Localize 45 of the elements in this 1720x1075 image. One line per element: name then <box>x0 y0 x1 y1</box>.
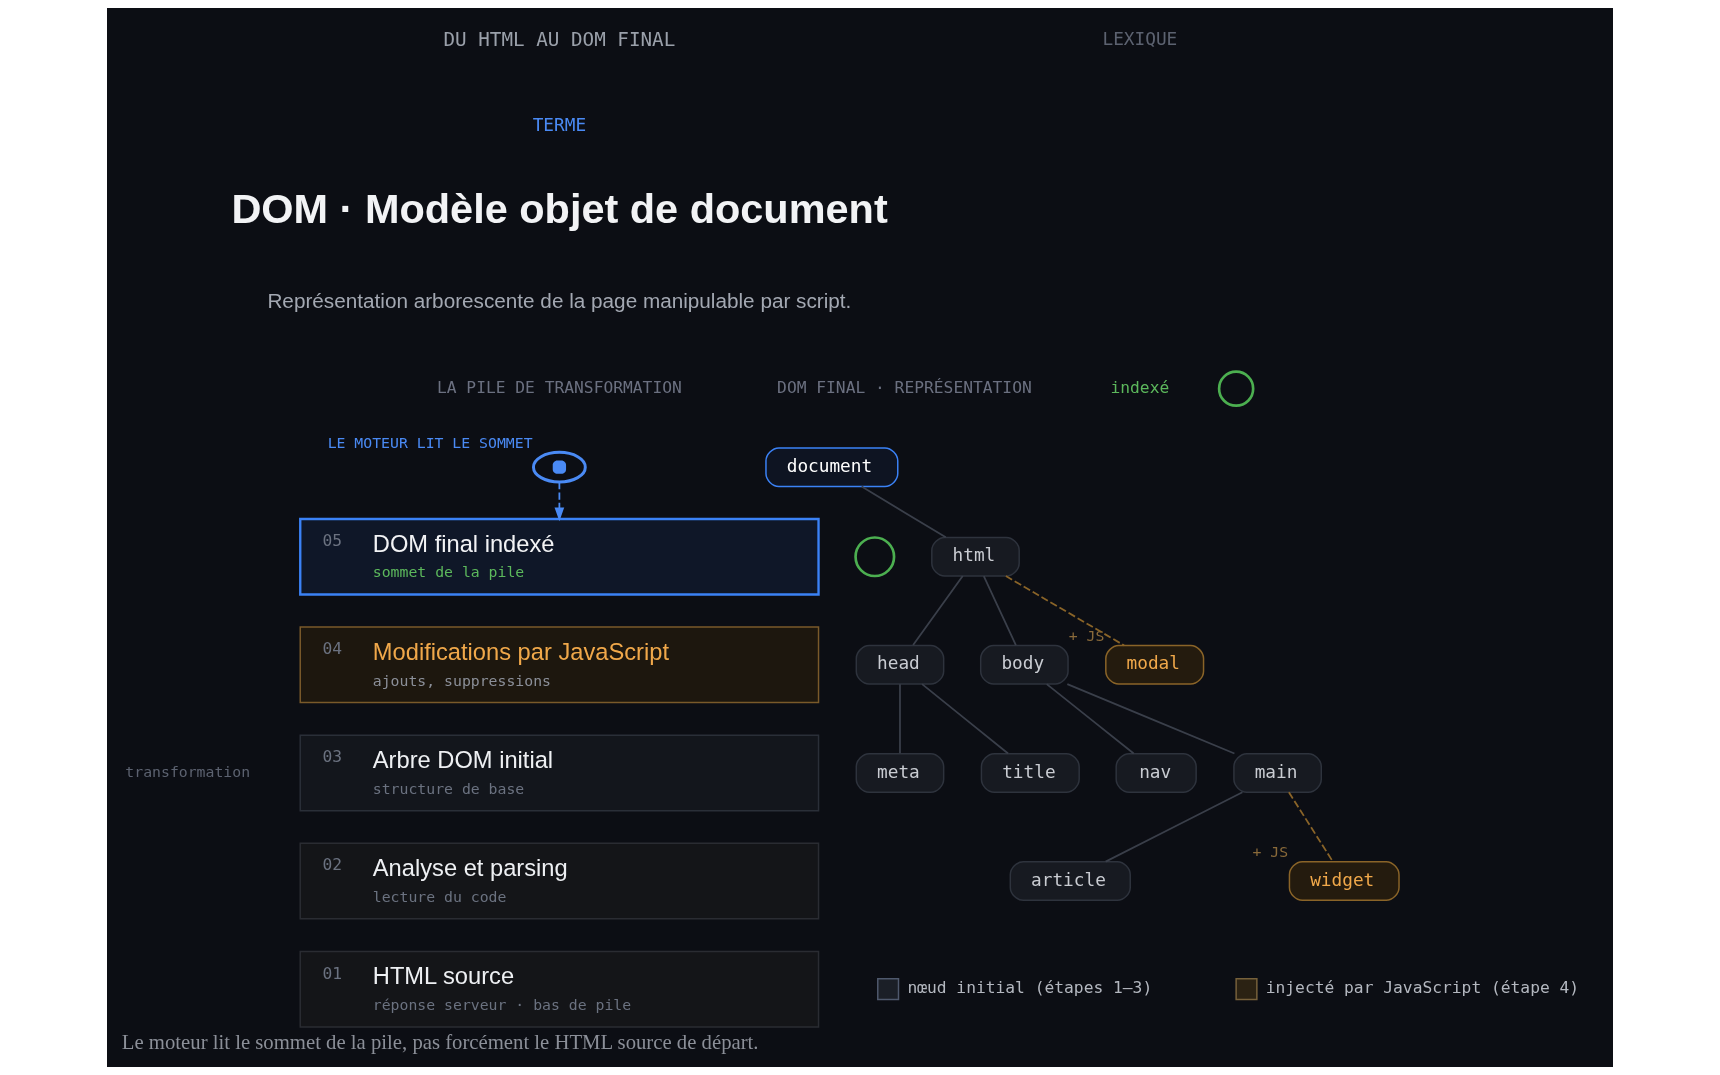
connector <box>921 683 1009 755</box>
connector <box>982 575 1017 646</box>
node-box: article <box>1009 861 1131 902</box>
node-eye <box>532 450 587 484</box>
connector <box>912 575 964 646</box>
label: DOM FINAL · REPRÉSENTATION <box>777 377 1032 397</box>
node-circle <box>854 536 896 578</box>
label: LEXIQUE <box>1102 29 1178 50</box>
label: Représentation arborescente de la page manipulable par script. <box>267 289 852 313</box>
connector <box>1005 575 1126 647</box>
node-label: + JS <box>1252 843 1289 861</box>
label: DU HTML AU DOM FINAL <box>443 27 676 51</box>
legend-label: injecté par JavaScript (étape 4) <box>1265 978 1580 998</box>
node-box: 03 Arbre DOM initial structure de base <box>299 734 820 812</box>
node-box: html <box>931 536 1020 577</box>
node-box: head <box>855 644 945 685</box>
label: LA PILE DE TRANSFORMATION <box>436 377 682 397</box>
node-label: LE MOTEUR LIT LE SOMMET <box>327 433 533 451</box>
node-label: + JS <box>1068 627 1105 645</box>
connector <box>899 683 901 755</box>
node-box: main <box>1233 752 1322 793</box>
diagram-title: DOM · Modèle objet de document <box>231 185 888 233</box>
arrow <box>554 481 565 522</box>
label: transformation <box>125 762 251 780</box>
node-box: modal <box>1105 644 1205 685</box>
node-box: 05 DOM final indexé sommet de la pile <box>299 517 820 596</box>
node-box: nav <box>1115 752 1197 793</box>
legend-label: nœud initial (étapes 1–3) <box>907 978 1153 998</box>
caption: Le moteur lit le sommet de la pile, pas forcément le HTML source de départ. <box>121 1031 759 1054</box>
node-box: 02 Analyse et parsing lecture du code <box>299 842 820 920</box>
node-box: meta <box>855 752 945 793</box>
node-box: widget <box>1288 861 1400 902</box>
node-box: document <box>765 447 899 488</box>
label: indexé <box>1110 377 1170 397</box>
node-box: body <box>979 644 1069 685</box>
label: TERME <box>532 115 587 136</box>
node-box: 01 HTML source réponse serveur · bas de pile <box>299 950 820 1028</box>
node-box: title <box>980 752 1080 793</box>
connector <box>1288 791 1334 863</box>
connector <box>860 485 947 539</box>
node-circle <box>1217 370 1255 408</box>
connector <box>1066 683 1236 755</box>
connector <box>1045 683 1135 755</box>
connector <box>1104 791 1244 863</box>
node-box: 04 Modifications par JavaScript ajouts, suppressions <box>299 626 820 704</box>
